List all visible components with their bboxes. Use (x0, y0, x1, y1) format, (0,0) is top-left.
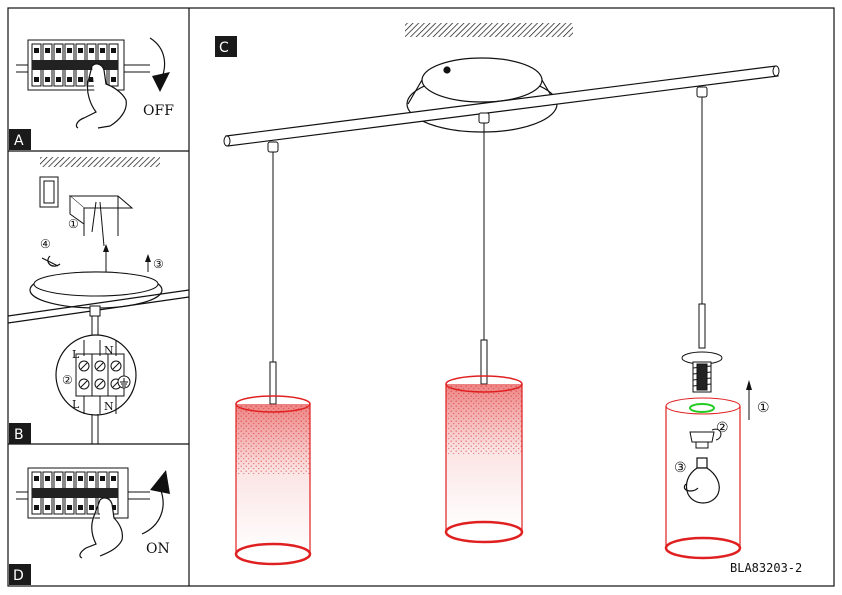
canopy-plate (29, 271, 163, 309)
panel-c-tag-text: C (219, 40, 229, 56)
light-bulb-icon (683, 457, 720, 504)
hand-icon (75, 63, 127, 129)
off-label: OFF (143, 103, 174, 119)
panel-d-tag-text: D (13, 568, 24, 584)
step-2-label-c: ② (716, 420, 729, 436)
rotate-arrow-icon-d (141, 487, 164, 535)
hand-icon-d (79, 497, 123, 559)
glass-shade-1 (234, 395, 312, 566)
panel-c: C (215, 23, 802, 575)
pendant-2 (444, 112, 524, 544)
panel-b-tag-text: B (14, 427, 24, 443)
glass-shade-3 (664, 397, 742, 560)
ground-icon (117, 375, 131, 389)
green-ring (689, 403, 715, 413)
wire-label-l-top: L (72, 348, 80, 361)
on-label: ON (146, 541, 170, 557)
ceiling-hatch (40, 157, 160, 167)
step-4-label-b: ④ (40, 237, 51, 251)
step-3-label-b: ③ (153, 257, 164, 271)
panel-b-tag (9, 423, 31, 444)
outer-frame (7, 7, 835, 587)
step-2-label-b: ② (62, 373, 73, 387)
pendant-1 (234, 141, 312, 566)
panel-c-tag (215, 36, 237, 57)
panel-d: ON D (9, 467, 170, 585)
rail (223, 65, 780, 147)
step-1-label-c: ① (757, 400, 770, 416)
ceiling-hatch-c (405, 23, 573, 37)
model-code: BLA83203-2 (730, 561, 802, 575)
wire-label-l-bottom: L (72, 398, 80, 411)
wire-label-n-top: N (104, 344, 114, 357)
terminal-block-detail (55, 334, 137, 416)
panel-a-tag-text: A (14, 133, 24, 149)
step-3-label-c: ③ (674, 460, 687, 476)
screw-icon (41, 255, 61, 267)
lamp-socket (681, 351, 723, 393)
panel-a-tag (9, 129, 31, 150)
breaker-box-icon (16, 39, 150, 91)
bracket-detail (39, 176, 134, 247)
panel-b: ① ④ ③ (7, 157, 190, 444)
glass-shade-2 (444, 375, 524, 544)
panel-d-tag (9, 564, 31, 585)
pendant-3: ① ② ③ (664, 86, 770, 560)
shade-ring-icon (689, 428, 722, 449)
wire-label-n-bottom: N (104, 400, 114, 413)
breaker-box-icon-d (16, 467, 150, 519)
panel-a: OFF A (9, 37, 174, 150)
step-1-label-b: ① (68, 217, 79, 231)
rail-b (7, 289, 190, 317)
